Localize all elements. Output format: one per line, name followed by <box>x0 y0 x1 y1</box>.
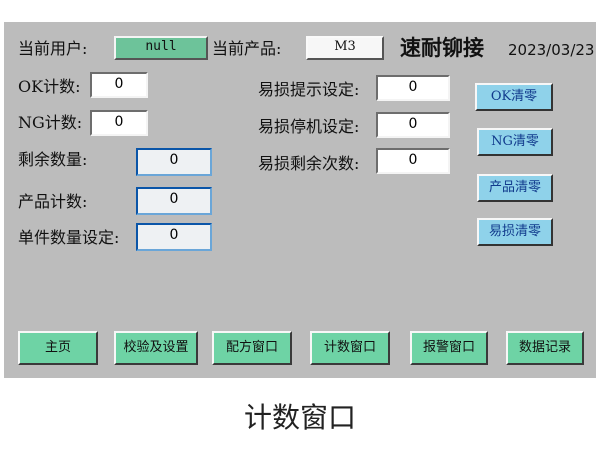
remaining-qty-field[interactable]: 0 <box>136 148 212 176</box>
nav-count-button[interactable]: 计数窗口 <box>310 331 390 365</box>
screen-caption: 计数窗口 <box>243 401 356 434</box>
wear-remaining-label: 易损剩余次数: <box>258 154 360 173</box>
wear-clear-button[interactable]: 易损清零 <box>477 218 553 246</box>
ok-count-field: 0 <box>90 72 148 98</box>
ng-count-label: NG计数: <box>18 113 83 132</box>
nav-home-button[interactable]: 主页 <box>18 331 98 365</box>
brand-title: 速耐铆接 <box>400 36 484 60</box>
wear-remaining-field: 0 <box>376 148 450 174</box>
product-count-field[interactable]: 0 <box>136 187 212 215</box>
wear-prompt-setting-label: 易损提示设定: <box>258 80 360 99</box>
product-count-label: 产品计数: <box>18 192 88 211</box>
remaining-qty-label: 剩余数量: <box>18 150 88 169</box>
nav-data-log-button[interactable]: 数据记录 <box>506 331 584 365</box>
ng-clear-button[interactable]: NG清零 <box>477 128 553 156</box>
current-product-label: 当前产品: <box>212 39 282 58</box>
product-clear-button[interactable]: 产品清零 <box>477 174 553 202</box>
unit-qty-setting-label: 单件数量设定: <box>18 228 120 247</box>
ng-count-field: 0 <box>90 110 148 136</box>
current-product-field[interactable]: M3 <box>306 36 384 60</box>
ok-count-label: OK计数: <box>18 77 81 96</box>
date-display: 2023/03/23 <box>508 41 595 59</box>
wear-stop-setting-label: 易损停机设定: <box>258 117 360 136</box>
current-user-label: 当前用户: <box>18 39 88 58</box>
nav-recipe-button[interactable]: 配方窗口 <box>212 331 292 365</box>
nav-calibration-button[interactable]: 校验及设置 <box>114 331 198 365</box>
nav-alarm-button[interactable]: 报警窗口 <box>410 331 488 365</box>
wear-stop-setting-field[interactable]: 0 <box>376 112 450 138</box>
hmi-screen: 当前用户: null 当前产品: M3 速耐铆接 2023/03/23 OK计数… <box>4 22 596 378</box>
wear-prompt-setting-field[interactable]: 0 <box>376 75 450 101</box>
unit-qty-setting-field[interactable]: 0 <box>136 223 212 251</box>
current-user-field[interactable]: null <box>114 36 208 60</box>
ok-clear-button[interactable]: OK清零 <box>475 83 553 111</box>
